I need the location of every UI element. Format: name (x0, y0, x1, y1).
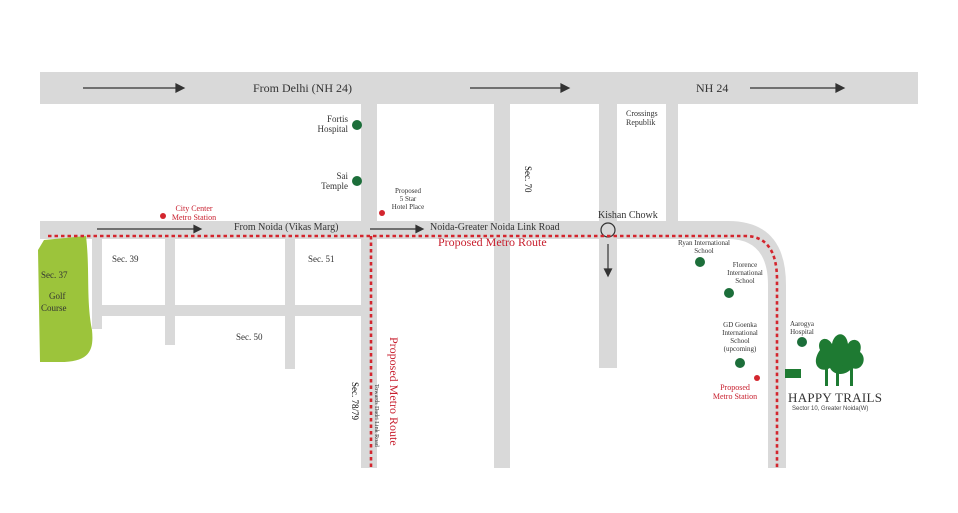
golf-label: Golf (49, 291, 66, 301)
kishan-chowk-label: Kishan Chowk (598, 210, 658, 221)
sec51-label: Sec. 51 (308, 254, 335, 264)
florence-dot (724, 288, 734, 298)
vikas-marg-arrow (97, 224, 613, 278)
city-center-dot (160, 213, 166, 219)
nh24-arrow (83, 83, 846, 93)
nh24-label-left: From Delhi (NH 24) (253, 81, 352, 95)
sector-road (285, 239, 295, 369)
sec39-label: Sec. 39 (112, 254, 139, 264)
sector-78-road (361, 104, 377, 468)
sec50-label: Sec. 50 (236, 332, 263, 342)
gd-goenka-dot (735, 358, 745, 368)
project-name: HAPPY TRAILS (788, 390, 883, 405)
course-label: Course (41, 303, 67, 313)
sector-road (165, 239, 175, 345)
tower-road-label: Towards Dadri Link Road (373, 384, 379, 447)
sector-road (92, 305, 362, 316)
metro-route (48, 234, 779, 468)
hotel-dot (379, 210, 385, 216)
nh24-label-right: NH 24 (696, 81, 729, 95)
sec70-label: Sec. 70 (523, 166, 533, 193)
fortis-dot (352, 120, 362, 130)
aarogya-dot (797, 337, 807, 347)
vikas-marg-label: From Noida (Vikas Marg) (234, 222, 339, 233)
sector-70-road (494, 104, 510, 468)
golf-course (38, 236, 93, 362)
metro-route-label-horizontal: Proposed Metro Route (438, 235, 547, 249)
sec37-label: Sec. 37 (41, 270, 68, 280)
curve-road (728, 221, 786, 468)
sec78-label: Sec. 78/79 (350, 382, 360, 420)
vikas-marg-road (40, 221, 728, 239)
ryan-dot (695, 257, 705, 267)
landmark-dots (352, 120, 807, 368)
sai-temple-dot (352, 176, 362, 186)
tree-icon (785, 334, 864, 386)
proposed-station-dot (754, 375, 760, 381)
crossings-road (666, 104, 678, 222)
metro-route-label-vertical: Proposed Metro Route (387, 337, 401, 446)
sector-road (92, 239, 102, 329)
link-road-label: Noida-Greater Noida Link Road (430, 222, 560, 233)
project-subtitle: Sector 10, Greater Noida(W) (792, 406, 869, 412)
metro-station-dots (160, 210, 760, 381)
